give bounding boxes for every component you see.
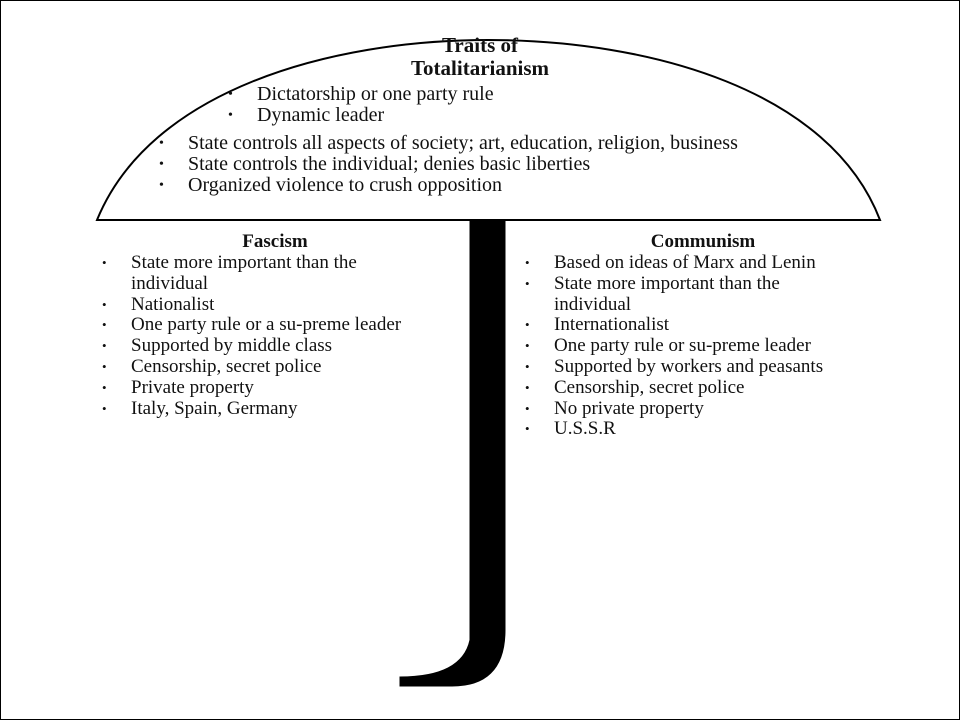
canopy-item: State controls the individual; denies ba…: [157, 154, 837, 176]
fascism-item: Supported by middle class: [99, 335, 406, 357]
fascism-item: Private property: [99, 377, 459, 399]
fascism-item: Censorship, secret police: [99, 356, 459, 378]
canopy-main-list: State controls all aspects of society; a…: [157, 133, 837, 197]
communism-list: Based on ideas of Marx and Lenin State m…: [522, 252, 882, 440]
fascism-item: One party rule or a su-preme leader: [99, 315, 421, 336]
fascism-item: State more important than the individual: [99, 252, 401, 295]
communism-item: Internationalist: [522, 315, 882, 336]
title-line-1: Traits of: [441, 33, 518, 57]
canopy-item: Dynamic leader: [226, 105, 494, 127]
fascism-list: State more important than the individual…: [99, 252, 459, 420]
fascism-item: Nationalist: [99, 294, 459, 316]
communism-item: Based on ideas of Marx and Lenin: [522, 252, 859, 274]
fascism-item: Italy, Spain, Germany: [99, 398, 459, 420]
communism-item: One party rule or su-preme leader: [522, 335, 839, 357]
fascism-heading: Fascism: [242, 231, 308, 252]
communism-heading: Communism: [650, 231, 756, 252]
communism-item: Supported by workers and peasants: [522, 356, 844, 378]
canopy-item: State controls all aspects of society; a…: [157, 133, 837, 155]
canopy-item: Dictatorship or one party rule: [226, 84, 494, 106]
umbrella-handle: [399, 220, 506, 687]
communism-item: Censorship, secret police: [522, 377, 882, 399]
title-line-2: Totalitarianism: [410, 56, 550, 80]
communism-item: No private property: [522, 398, 882, 420]
canopy-top-list: Dictatorship or one party rule Dynamic l…: [226, 84, 494, 127]
diagram-title: Traits of Totalitarianism: [330, 34, 630, 80]
communism-item: State more important than the individual: [522, 273, 854, 316]
canopy-item: Organized violence to crush opposition: [157, 175, 837, 197]
communism-item: U.S.S.R: [522, 419, 882, 440]
